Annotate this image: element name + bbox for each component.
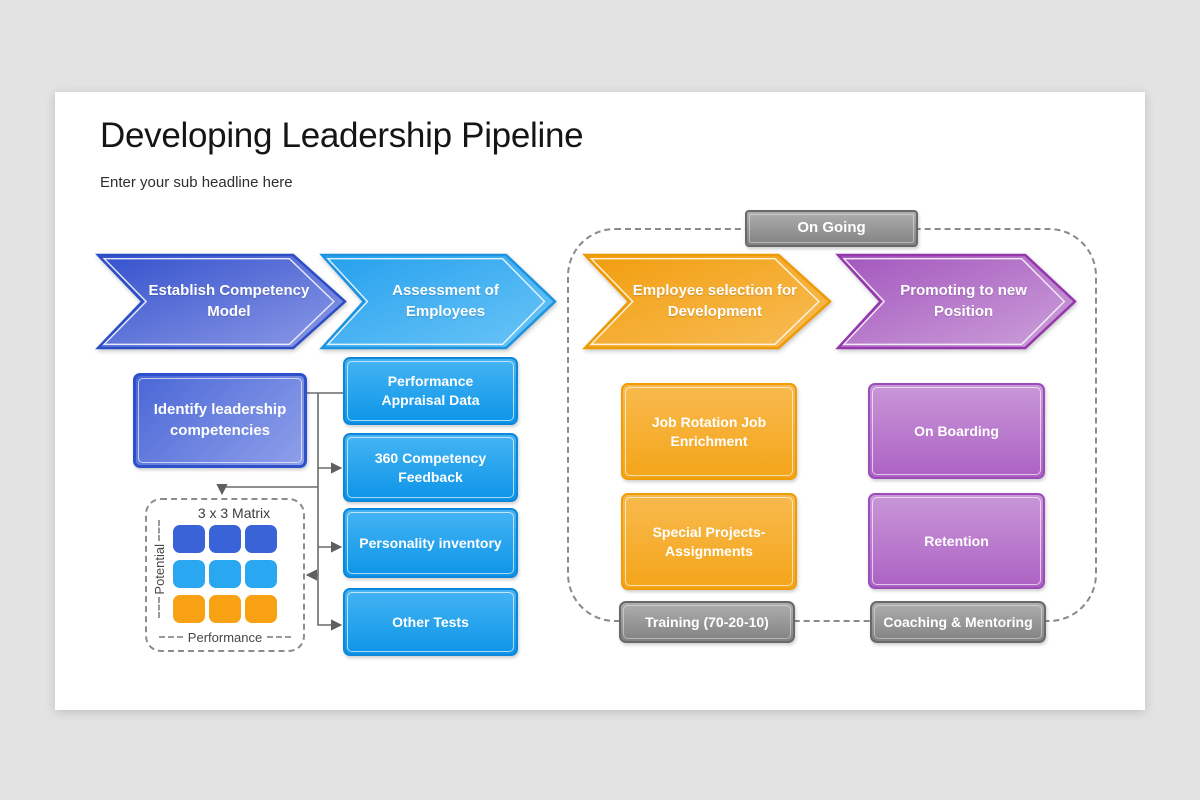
stage-label: Assessment of Employees bbox=[392, 282, 499, 320]
promotion-box: Retention bbox=[868, 493, 1045, 589]
page-title: Developing Leadership Pipeline bbox=[100, 116, 584, 155]
three-by-three-matrix: 3 x 3 Matrix Potential Performance bbox=[145, 498, 305, 652]
chevron-arrow-icon bbox=[322, 255, 555, 348]
matrix-cell bbox=[209, 595, 241, 623]
ongoing-badge: On Going bbox=[745, 210, 918, 247]
matrix-cell bbox=[173, 560, 205, 588]
matrix-cell bbox=[173, 595, 205, 623]
stage-employee-selection: Employee selection for Development bbox=[585, 255, 830, 348]
matrix-cell bbox=[173, 525, 205, 553]
matrix-x-axis-label: Performance bbox=[187, 629, 263, 645]
training-footer-box: Training (70-20-10) bbox=[619, 601, 795, 643]
assessment-tool-box: 360 Competency Feedback bbox=[343, 433, 518, 502]
matrix-grid bbox=[173, 525, 277, 623]
assessment-tool-box: Other Tests bbox=[343, 588, 518, 656]
coaching-footer-box: Coaching & Mentoring bbox=[870, 601, 1046, 643]
matrix-y-axis-label: Potential bbox=[151, 543, 167, 595]
matrix-cell bbox=[245, 595, 277, 623]
stage-label: Promoting to new Position bbox=[900, 282, 1027, 320]
matrix-cell bbox=[209, 525, 241, 553]
stage-label: Employee selection for Development bbox=[632, 282, 797, 320]
dashed-axis-segment bbox=[158, 597, 160, 618]
stage-promoting-new-position: Promoting to new Position bbox=[838, 255, 1075, 348]
development-box: Special Projects- Assignments bbox=[621, 493, 797, 590]
matrix-cell bbox=[209, 560, 241, 588]
matrix-cell bbox=[245, 525, 277, 553]
assessment-tool-box: Personality inventory bbox=[343, 508, 518, 578]
matrix-title: 3 x 3 Matrix bbox=[197, 505, 271, 521]
dashed-axis-segment bbox=[267, 636, 292, 638]
chevron-arrow-icon bbox=[585, 255, 830, 348]
development-box: Job Rotation Job Enrichment bbox=[621, 383, 797, 480]
dashed-axis-segment bbox=[158, 520, 160, 541]
slide-canvas: Developing Leadership Pipeline Enter you… bbox=[55, 92, 1145, 710]
page-subtitle: Enter your sub headline here bbox=[100, 174, 293, 191]
identify-competencies-box: Identify leadership competencies bbox=[133, 373, 307, 468]
assessment-tool-box: Performance Appraisal Data bbox=[343, 357, 518, 425]
matrix-x-axis: Performance bbox=[159, 628, 292, 646]
connector-lines bbox=[216, 392, 343, 631]
dashed-axis-segment bbox=[159, 636, 183, 638]
matrix-y-axis: Potential bbox=[151, 520, 167, 618]
chevron-arrow-icon bbox=[838, 255, 1075, 348]
matrix-cell bbox=[245, 560, 277, 588]
promotion-box: On Boarding bbox=[868, 383, 1045, 479]
stage-label: Establish Competency Model bbox=[148, 282, 310, 320]
chevron-arrow-icon bbox=[98, 255, 345, 348]
stage-establish-competency-model: Establish Competency Model bbox=[98, 255, 345, 348]
shapes-layer: Establish Competency Model Assessment of… bbox=[55, 92, 1145, 710]
stage-assessment-of-employees: Assessment of Employees bbox=[322, 255, 555, 348]
